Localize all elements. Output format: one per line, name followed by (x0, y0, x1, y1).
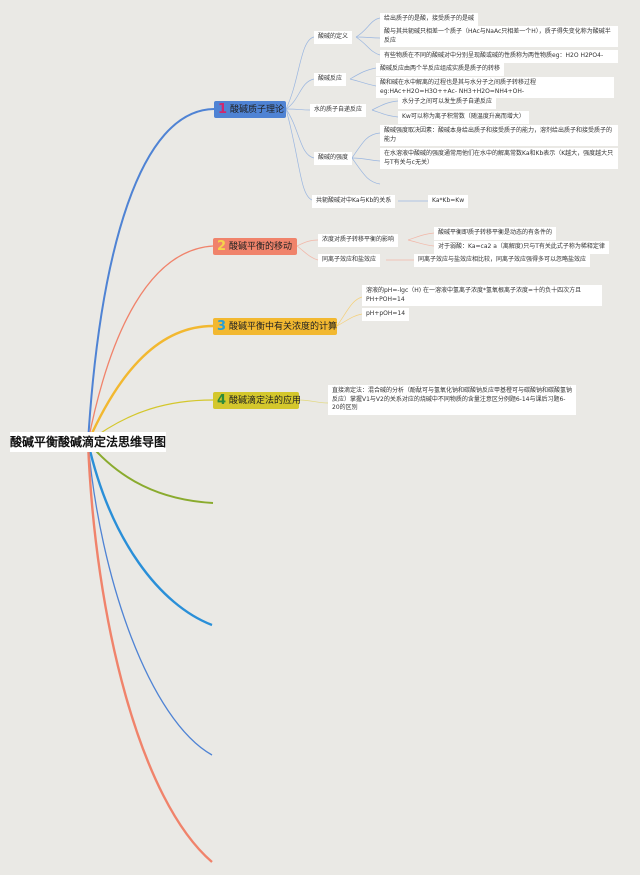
connector-empty-blue (86, 441, 213, 627)
connector-empty-green (87, 441, 214, 504)
leaf-strength-1[interactable]: 酸碱强度取决因素：酸碱本身给出质子和接受质子的能力，溶剂给出质子和接受质子的能力 (380, 125, 618, 146)
leaf-water-2[interactable]: Kw可以称为离子积常数（随温度升高而增大） (398, 111, 529, 124)
subtopic-water-autoprotolysis[interactable]: 水的质子自递反应 (310, 104, 367, 117)
branch-4-text: 酸碱滴定法的应用 (229, 396, 302, 406)
branch-3-text: 酸碱平衡中有关浓度的计算 (229, 322, 338, 332)
connector-branch-1 (87, 108, 215, 443)
subtopic-acid-base-reaction[interactable]: 酸碱反应 (314, 73, 347, 86)
leaf-water-1[interactable]: 水分子之间可以发生质子自递反应 (398, 96, 497, 109)
branch-2-text: 酸碱平衡的移动 (229, 242, 293, 252)
branch-2-number: 2 (217, 239, 227, 254)
leaf-common-ion[interactable]: 同离子效应与盐效应相比较，同离子效应强得多可以忽略盐效应 (414, 254, 591, 267)
leaf-ka-kb[interactable]: Ka*Kb=Kw (428, 195, 469, 208)
leaf-ph-calc-1[interactable]: 溶液的pH=-lgc（H) 在一溶液中氢离子浓度*氢氧根离子浓度=十的负十四次方… (362, 285, 602, 306)
leaf-titration-application[interactable]: 直接滴定法：混合碱的分析（酚酞可与氢氧化钠和碳酸钠反应甲基橙可与碳酸钠和碳酸氢钠… (328, 385, 576, 415)
leaf-ph-calc-2[interactable]: pH+pOH=14 (362, 308, 410, 321)
subtopic-ka-kb-relation[interactable]: 共轭酸碱对中Ka与Kb的关系 (312, 195, 396, 208)
root-title: 酸碱平衡酸碱滴定法思维导图 (10, 432, 166, 452)
branch-1-text: 酸碱质子理论 (230, 105, 285, 115)
subtopic-common-ion-salt-effect[interactable]: 同离子效应和盐效应 (318, 254, 381, 267)
subtopic-acid-base-strength[interactable]: 酸碱的强度 (314, 152, 353, 165)
leaf-strength-2[interactable]: 在水溶液中酸碱的强度通常用他们在水中的解离常数Ka和Kb表示（K越大，强度越大只… (380, 148, 618, 169)
leaf-definition-2[interactable]: 酸与其共轭碱只相差一个质子（HAc与NaAc只相差一个H），质子得失变化称为酸碱… (380, 26, 618, 47)
connector-empty-lightblue (87, 441, 213, 756)
connector-branch-2 (87, 245, 214, 443)
connector-empty-orange (86, 441, 213, 863)
leaf-concentration-2[interactable]: 对于弱酸：Ka=ca2 a（离解度)只与T有关此式子称为稀释定律 (434, 241, 609, 254)
subtopic-acid-base-definition[interactable]: 酸碱的定义 (314, 31, 353, 44)
leaf-definition-1[interactable]: 给出质子的是酸，接受质子的是碱 (380, 13, 479, 26)
branch-4-number: 4 (217, 393, 227, 408)
leaf-concentration-1[interactable]: 酸碱平衡即质子转移平衡是动态的有条件的 (434, 227, 557, 240)
leaf-definition-3[interactable]: 有些物质在不同的酸碱对中分别呈现酸或碱的性质称为两性物质eg：H2O H2PO4… (380, 50, 618, 63)
branch-3-number: 3 (217, 319, 227, 334)
branch-1-number: 1 (218, 102, 228, 117)
leaf-reaction-2[interactable]: 酸和碱在水中解离的过程也是其与水分子之间质子转移过程eg:HAc+H2O=H3O… (376, 77, 614, 98)
connector-branch-3 (86, 324, 214, 443)
leaf-reaction-1[interactable]: 酸碱反应由两个半反应组成实质是质子的转移 (376, 63, 505, 76)
subtopic-concentration-effect[interactable]: 浓度对质子转移平衡的影响 (318, 234, 399, 247)
